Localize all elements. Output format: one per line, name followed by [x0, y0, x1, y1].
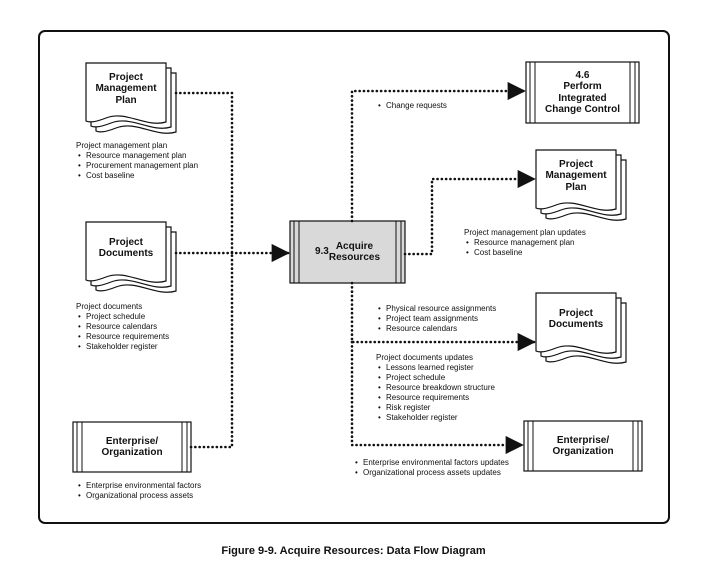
connectors: [174, 81, 536, 455]
note-item: Lessons learned register: [376, 363, 495, 373]
note-item: Enterprise environmental factors: [76, 481, 201, 491]
note-change-requests: Change requests: [376, 101, 447, 111]
note-item: Organizational process assets updates: [353, 468, 509, 478]
enterprise-organization-output: Enterprise/ Organization: [552, 434, 614, 458]
note-item: Resource breakdown structure: [376, 383, 495, 393]
note-assignments: Physical resource assignments Project te…: [376, 304, 496, 334]
process-name: Acquire Resources: [328, 240, 381, 264]
note-item: Procurement management plan: [76, 161, 198, 171]
project-documents-output: Project Documents: [548, 307, 604, 331]
process-shape: [289, 220, 406, 284]
project-management-plan-output: Project Management Plan: [545, 158, 607, 193]
note-item: Physical resource assignments: [376, 304, 496, 314]
note-pmp-output: Project management plan updates Resource…: [464, 228, 586, 258]
note-ent-output: Enterprise environmental factors updates…: [353, 458, 509, 478]
note-item: Organizational process assets: [76, 491, 201, 501]
doc-shape-docs-out: [535, 292, 627, 364]
flow-to-icc: [350, 81, 526, 223]
perform-integrated-change-control: 4.6 Perform Integrated Change Control: [545, 69, 620, 116]
note-docs-input: Project documents Project schedule Resou…: [76, 302, 169, 352]
project-management-plan-input: Project Management Plan: [95, 71, 157, 106]
note-ent-input: Enterprise environmental factors Organiz…: [76, 481, 201, 501]
note-item: Resource management plan: [464, 238, 586, 248]
doc-shape-docs-in: [85, 221, 177, 293]
note-item: Cost baseline: [76, 171, 198, 181]
ent-in-shape: [72, 421, 192, 473]
flow-pmp-in: [174, 91, 234, 254]
note-item: Stakeholder register: [376, 413, 495, 423]
note-docs-output: Project documents updates Lessons learne…: [376, 353, 495, 423]
doc-shape-pmp-in: [85, 62, 177, 134]
flow-to-ent-out: [350, 340, 524, 455]
ent-out-shape: [523, 420, 643, 472]
process-id: 9.3: [314, 246, 329, 258]
project-documents-input: Project Documents: [98, 236, 154, 260]
note-item: Resource requirements: [376, 393, 495, 403]
note-item: Project team assignments: [376, 314, 496, 324]
flow-to-pmp-out: [403, 169, 536, 256]
note-item: Enterprise environmental factors updates: [353, 458, 509, 468]
note-title: Project management plan updates: [464, 228, 586, 237]
note-item: Resource calendars: [76, 322, 169, 332]
flow-ent-in: [189, 250, 234, 449]
note-item: Change requests: [376, 101, 447, 111]
note-item: Risk register: [376, 403, 495, 413]
icc-shape: [525, 61, 640, 124]
note-item: Cost baseline: [464, 248, 586, 258]
note-item: Stakeholder register: [76, 342, 169, 352]
note-title: Project management plan: [76, 141, 168, 150]
note-item: Resource requirements: [76, 332, 169, 342]
note-item: Project schedule: [76, 312, 169, 322]
note-title: Project documents: [76, 302, 143, 311]
note-item: Resource management plan: [76, 151, 198, 161]
note-title: Project documents updates: [376, 353, 473, 362]
note-item: Resource calendars: [376, 324, 496, 334]
enterprise-organization-input: Enterprise/ Organization: [101, 435, 163, 459]
note-pmp-input: Project management plan Resource managem…: [76, 141, 198, 181]
figure-caption: Figure 9-9. Acquire Resources: Data Flow…: [221, 545, 486, 557]
doc-shape-pmp-out: [535, 149, 627, 221]
process-acquire-resources: 9.3 Acquire Resources: [290, 221, 405, 283]
note-item: Project schedule: [376, 373, 495, 383]
